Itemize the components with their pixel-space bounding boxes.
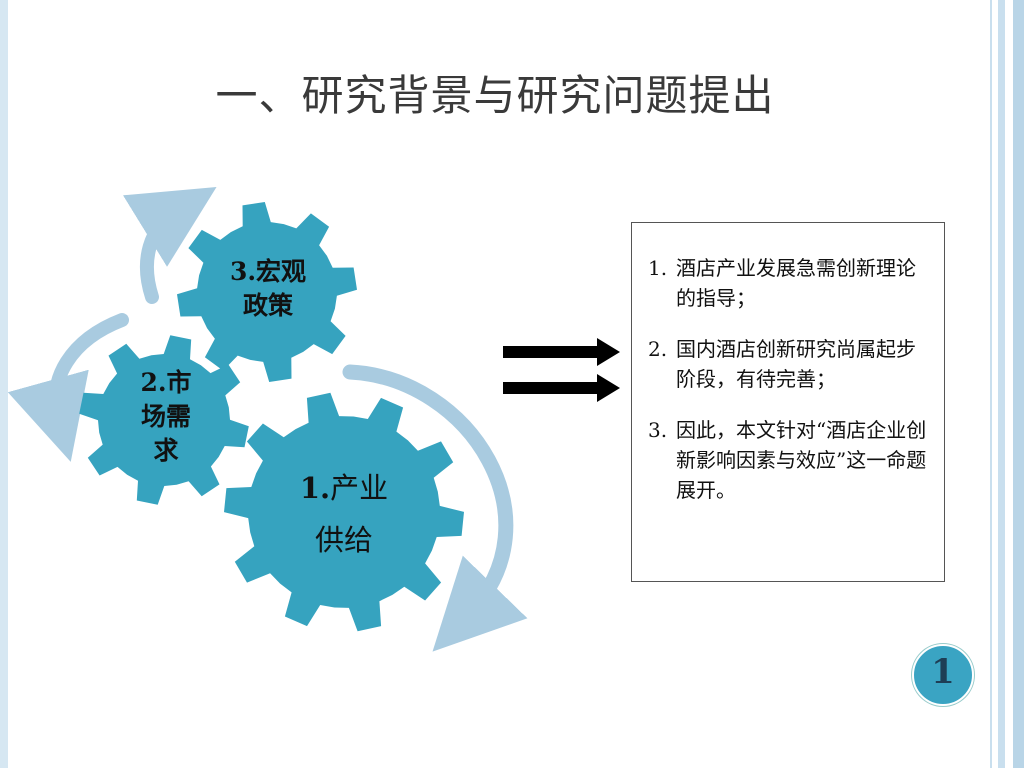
gear-1-line2: 供给 [314, 523, 373, 557]
research-points-box: 1. 酒店产业发展急需创新理论的指导； 2. 国内酒店创新研究尚属起步阶段，有待… [631, 222, 945, 582]
cycle-arrow-icon [7, 313, 129, 462]
point-item-2: 2. 国内酒店创新研究尚属起步阶段，有待完善； [642, 334, 934, 394]
page-number-badge: 1 [912, 644, 974, 706]
gear-1-line1: 1.产业 [270, 462, 418, 514]
page-title: 一、研究背景与研究问题提出 [215, 71, 775, 120]
gear-3-line2: 政策 [242, 291, 293, 320]
point-number: 2. [648, 337, 668, 361]
point-text: 酒店产业发展急需创新理论的指导； [676, 256, 916, 310]
cycle-arrow-icon [342, 364, 528, 652]
gear-2-line3: 求 [153, 436, 179, 465]
frame-bar-thin [990, 0, 992, 768]
gear-2-label: 2.市 场需 求 [118, 366, 214, 468]
double-right-arrow-icon [503, 338, 620, 402]
point-number: 1. [648, 256, 668, 280]
point-item-1: 1. 酒店产业发展急需创新理论的指导； [642, 253, 934, 313]
point-item-3: 3. 因此，本文针对“酒店企业创新影响因素与效应”这一命题展开。 [642, 415, 934, 505]
gear-1-number: 1. [299, 471, 331, 505]
frame-bar-left [0, 0, 8, 768]
point-text: 国内酒店创新研究尚属起步阶段，有待完善； [676, 337, 916, 391]
cycle-arrow-icon [122, 187, 217, 304]
point-number: 3. [648, 418, 668, 442]
gear-2-shape [79, 335, 249, 505]
gear-3-label: 3.宏观 政策 [213, 255, 323, 323]
gear-3-line1: 3.宏观 [229, 257, 307, 286]
gear-3-shape [177, 202, 357, 382]
gear-1-label: 1.产业 供给 [270, 462, 418, 566]
page-number: 1 [931, 652, 955, 692]
gear-1-shape [224, 392, 464, 632]
point-text: 因此，本文针对“酒店企业创新影响因素与效应”这一命题展开。 [676, 418, 927, 502]
gear-2-line1: 2.市 [140, 368, 192, 397]
frame-bar-outer [1013, 0, 1024, 768]
gear-2-line2: 场需 [140, 402, 191, 431]
frame-bar-inner [998, 0, 1005, 768]
gear-1-word1: 产业 [330, 471, 389, 505]
